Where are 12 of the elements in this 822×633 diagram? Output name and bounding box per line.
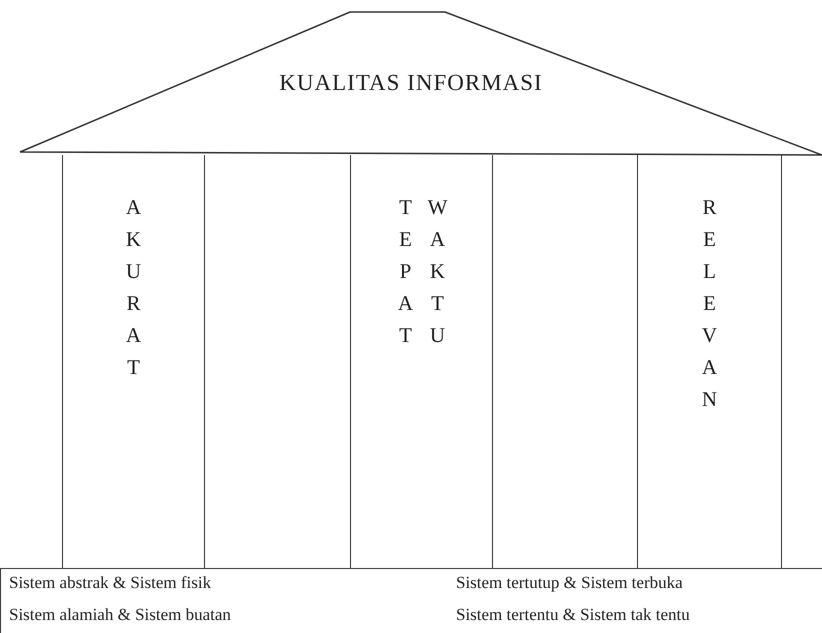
pillar xyxy=(350,155,493,568)
pillar xyxy=(637,155,782,568)
vertical-label: TEPAT WAKTU xyxy=(392,195,450,357)
foundation-text: Sistem abstrak & Sistem fisik xyxy=(9,573,212,593)
vertical-label: RELEVAN xyxy=(696,195,722,421)
roof-title: KUALITAS INFORMASI xyxy=(278,70,544,96)
foundation-text: Sistem tertentu & Sistem tak tentu xyxy=(456,605,690,625)
foundation-text: Sistem tertutup & Sistem terbuka xyxy=(456,573,683,593)
foundation-box xyxy=(0,568,822,633)
foundation-text: Sistem alamiah & Sistem buatan xyxy=(9,605,231,625)
vertical-label: AKURAT xyxy=(120,195,146,389)
pillar xyxy=(62,155,205,568)
